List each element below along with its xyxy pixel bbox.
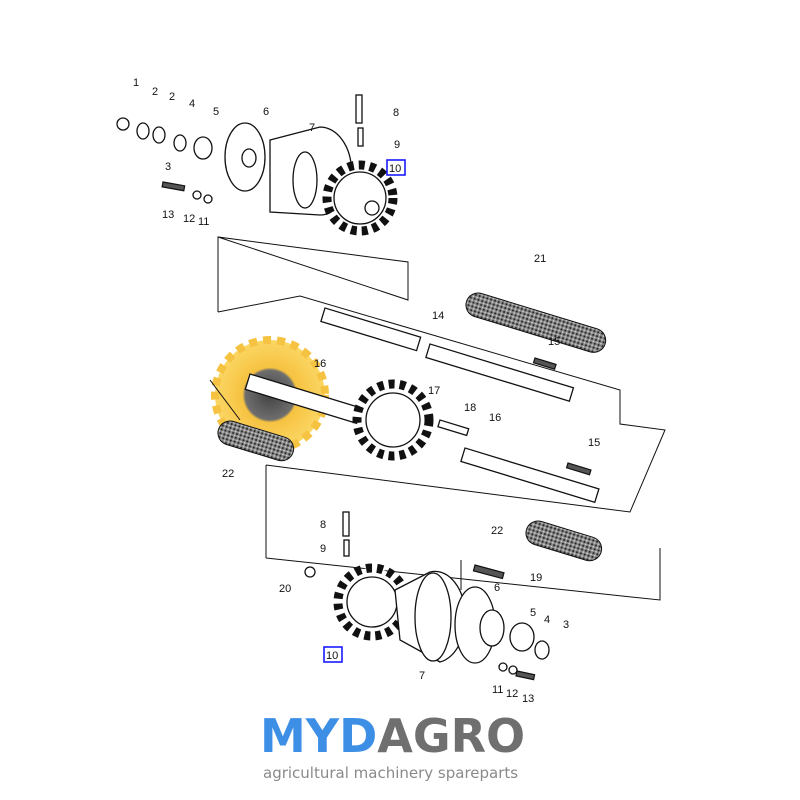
callout: 14 [432,310,444,322]
watermark-brand-blue: MYD [260,709,377,763]
callouts-middle: 21 14 15 16 17 18 16 15 22 [222,253,600,480]
shaft-assembly [217,292,607,562]
callout: 3 [563,619,569,631]
roller-22-left [217,420,295,462]
callout: 11 [492,684,503,696]
callout: 17 [428,385,440,397]
callouts-top: 1 2 2 4 5 6 7 8 9 10 3 13 12 11 [133,77,406,228]
callout: 21 [534,253,546,265]
callout: 8 [393,107,399,119]
callout: 2 [152,86,158,98]
callout: 12 [506,688,518,700]
callout: 13 [522,693,534,705]
callout: 7 [419,670,425,682]
callout: 20 [279,583,291,595]
assembly-frames [209,236,666,601]
roller-21 [465,292,607,353]
callout: 11 [198,216,209,228]
callout: 1 [133,77,139,89]
watermark-brand-gray: AGRO [377,709,525,763]
highlight-box [323,646,343,663]
callout: 6 [263,106,269,118]
callout: 5 [213,106,219,118]
bottom-hub-assembly [304,511,550,681]
callout: 16 [489,412,501,424]
callout: 13 [162,209,174,221]
callout: 6 [494,582,500,594]
top-hub-assembly [116,94,398,236]
callout: 3 [165,161,171,173]
callout: 4 [189,98,195,110]
callouts-bottom: 8 9 22 19 6 20 5 4 3 10 7 11 12 13 [279,519,569,705]
svg-text:MYDAGRO: MYDAGRO [260,709,525,763]
callout: 18 [464,402,476,414]
callout: 5 [530,607,536,619]
nut-1 [116,117,130,131]
callout-highlighted: 10 [326,650,338,662]
callout: 9 [320,543,326,555]
callout: 4 [544,614,550,626]
callout: 9 [394,139,400,151]
callout: 22 [491,525,503,537]
callout: 15 [548,336,560,348]
callout: 22 [222,468,234,480]
roller-22-right [525,520,603,562]
callout: 15 [588,437,600,449]
callout: 8 [320,519,326,531]
callout-highlighted: 10 [389,163,401,175]
watermark-logo: MYDAGRO agricultural machinery sparepart… [260,709,525,782]
callout: 7 [309,122,315,134]
watermark-tagline: agricultural machinery spareparts [263,764,518,782]
callout: 16 [314,358,326,370]
callout: 12 [183,213,195,225]
callout: 19 [530,572,542,584]
highlight-box [386,159,406,176]
callout: 2 [169,91,175,103]
